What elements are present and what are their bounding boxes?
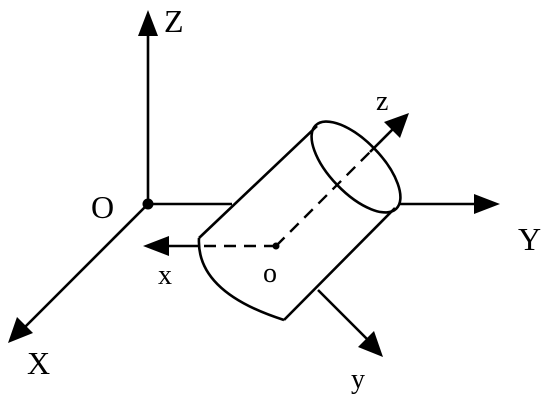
body-origin-point: [272, 242, 280, 250]
cylinder-bottom-edge: [283, 207, 396, 321]
world-frame: [8, 10, 500, 343]
world-x-arrowhead: [8, 317, 33, 343]
body-z-axis: [369, 126, 396, 153]
body-x-label: x: [158, 260, 172, 291]
world-y-label: Y: [518, 221, 541, 257]
world-origin-label: O: [91, 189, 114, 225]
body-y-label: y: [351, 364, 365, 395]
body-z-arrowhead: [384, 113, 409, 138]
body-frame: [143, 113, 409, 357]
world-y-arrowhead: [474, 194, 500, 214]
cylinder-near-cap: [197, 237, 285, 322]
body-x-arrowhead: [143, 236, 169, 256]
world-origin-point: [142, 198, 154, 210]
body-y-axis: [317, 289, 371, 343]
world-z-label: Z: [164, 3, 184, 39]
body-origin-label: o: [263, 258, 277, 289]
body-z-label: z: [376, 86, 388, 117]
cylinder-top-edge: [198, 125, 318, 239]
body-z-axis-hidden: [275, 151, 371, 247]
world-z-arrowhead: [138, 10, 158, 36]
body-y-arrowhead: [358, 331, 383, 357]
world-x-axis: [21, 203, 149, 331]
world-x-label: X: [27, 345, 50, 381]
